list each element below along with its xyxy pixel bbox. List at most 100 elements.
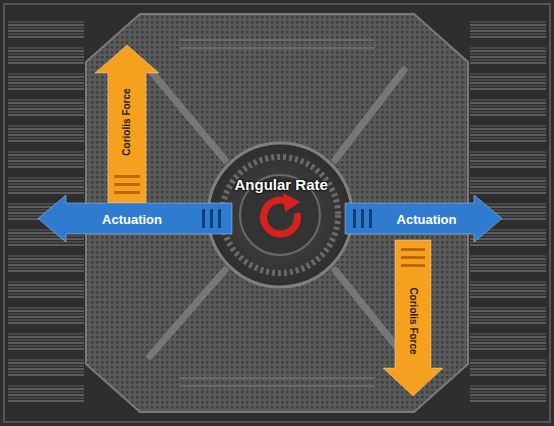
comb-finger xyxy=(8,111,84,113)
comb-finger xyxy=(8,368,84,370)
comb-finger xyxy=(8,400,84,402)
comb-finger xyxy=(470,50,546,52)
comb-finger xyxy=(470,177,546,179)
comb-finger xyxy=(8,238,84,240)
comb-finger xyxy=(470,391,546,393)
comb-finger xyxy=(470,105,546,107)
comb-finger xyxy=(470,255,546,257)
comb-finger xyxy=(470,281,546,283)
comb-finger xyxy=(8,359,84,361)
comb-finger xyxy=(470,310,546,312)
comb-finger xyxy=(470,284,546,286)
rate-label: Angular Rate xyxy=(235,176,328,193)
rotation-arrowhead xyxy=(283,193,300,212)
comb-finger xyxy=(8,50,84,52)
comb-finger xyxy=(470,241,546,243)
comb-finger xyxy=(8,82,84,84)
comb-finger xyxy=(470,362,546,364)
comb-finger xyxy=(470,53,546,55)
comb-finger xyxy=(470,359,546,361)
comb-finger xyxy=(8,125,84,127)
comb-finger xyxy=(8,388,84,390)
comb-finger xyxy=(8,59,84,61)
comb-finger xyxy=(8,160,84,162)
comb-finger xyxy=(8,189,84,191)
comb-finger xyxy=(470,108,546,110)
arrow-stripe xyxy=(202,209,205,228)
comb-finger xyxy=(8,131,84,133)
comb-finger xyxy=(8,56,84,58)
comb-finger xyxy=(470,33,546,35)
arrow-label: Coriolis Force xyxy=(122,88,132,155)
comb-finger xyxy=(8,85,84,87)
comb-finger xyxy=(470,180,546,182)
arrow-body xyxy=(38,195,232,242)
comb-finger xyxy=(470,368,546,370)
comb-finger xyxy=(470,186,546,188)
comb-finger xyxy=(8,264,84,266)
comb-finger xyxy=(470,111,546,113)
comb-finger xyxy=(470,267,546,269)
comb-finger xyxy=(8,177,84,179)
arrow-stripe xyxy=(401,264,425,267)
comb-finger xyxy=(8,293,84,295)
comb-finger xyxy=(470,258,546,260)
comb-finger xyxy=(8,105,84,107)
comb-finger xyxy=(8,336,84,338)
comb-finger xyxy=(470,21,546,23)
comb-finger xyxy=(8,267,84,269)
arrow-stripe xyxy=(401,248,425,251)
comb-finger xyxy=(8,30,84,32)
arrow-stripe xyxy=(114,191,140,194)
comb-finger xyxy=(470,24,546,26)
comb-finger xyxy=(8,362,84,364)
comb-finger xyxy=(8,88,84,90)
comb-finger xyxy=(8,62,84,64)
comb-finger xyxy=(8,151,84,153)
actuation-arrow: Actuation xyxy=(38,195,232,242)
comb-finger xyxy=(8,365,84,367)
ring-teeth xyxy=(222,157,338,273)
comb-finger xyxy=(8,180,84,182)
arrow-stripe xyxy=(401,256,425,259)
comb-finger xyxy=(470,264,546,266)
comb-finger xyxy=(470,322,546,324)
comb-finger xyxy=(470,307,546,309)
comb-finger xyxy=(8,258,84,260)
comb-finger xyxy=(470,400,546,402)
comb-finger xyxy=(8,296,84,298)
comb-finger xyxy=(470,290,546,292)
arrow-body xyxy=(383,240,443,396)
comb-finger xyxy=(8,270,84,272)
comb-finger xyxy=(470,342,546,344)
comb-finger xyxy=(470,163,546,165)
comb-finger xyxy=(470,238,546,240)
arrow-label: Actuation xyxy=(102,212,162,225)
comb-finger xyxy=(8,261,84,263)
comb-finger xyxy=(470,36,546,38)
comb-finger xyxy=(8,333,84,335)
comb-finger xyxy=(8,255,84,257)
comb-finger xyxy=(8,108,84,110)
comb-finger xyxy=(8,342,84,344)
comb-finger xyxy=(8,310,84,312)
comb-finger xyxy=(470,333,546,335)
comb-finger xyxy=(8,21,84,23)
arrow-stripe xyxy=(369,209,372,228)
comb-finger xyxy=(470,73,546,75)
comb-finger xyxy=(470,114,546,116)
comb-finger xyxy=(470,270,546,272)
comb-finger xyxy=(470,345,546,347)
comb-finger xyxy=(470,47,546,49)
comb-finger xyxy=(470,192,546,194)
arrow-stripe xyxy=(218,209,221,228)
comb-finger xyxy=(8,79,84,81)
comb-finger xyxy=(8,154,84,156)
comb-finger xyxy=(8,241,84,243)
comb-finger xyxy=(470,397,546,399)
comb-finger xyxy=(8,385,84,387)
comb-finger xyxy=(470,244,546,246)
comb-finger xyxy=(470,27,546,29)
comb-finger xyxy=(470,30,546,32)
